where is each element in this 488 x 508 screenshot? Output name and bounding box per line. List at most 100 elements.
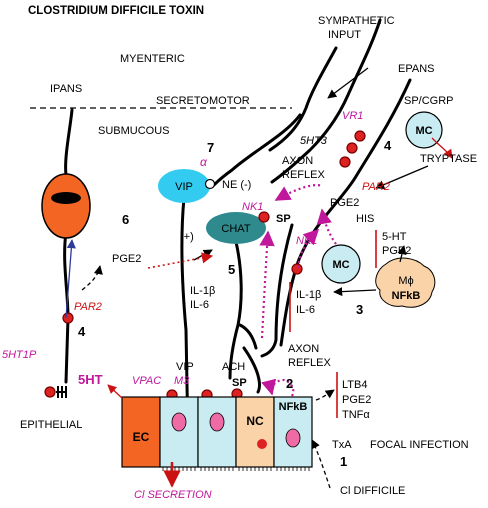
ipan-cell-body [41,173,91,239]
nc-cell-label: NC [246,414,264,428]
label-secretomotor: SECRETOMOTOR [156,95,250,107]
ipan-neuron [41,173,91,239]
label-ipans: IPANS [50,83,82,95]
label-vpac: VPAC [132,375,161,387]
label-vip-bottom: VIP [176,361,194,373]
nk1-mag-arrow-upper [274,184,323,201]
label-il1b-right: IL-1β [296,289,321,301]
label-5ht: 5HT [78,372,103,387]
label-txa: TxA [332,439,352,451]
sympathetic-input-arrow [327,67,369,99]
ipan-nucleus [51,192,81,204]
nc-cell [235,396,275,468]
label-four-right: 4 [384,138,392,153]
nc-red-granule [257,439,267,449]
macrophage: Mϕ NFkB [375,257,436,308]
label-myenteric: MYENTERIC [120,53,185,65]
label-vr1: VR1 [342,110,363,122]
axon-reflex-mag-loop [261,378,295,397]
macrophage-label: Mϕ [398,275,413,287]
mast-cell-top-label: MC [415,125,432,137]
pge2-red-dotted-arrow [147,252,214,269]
label-il1b-left: IL-1β [190,285,215,297]
receptor-dot [62,312,74,324]
tryptase-arrow [375,165,429,189]
ec-cell [121,396,161,468]
focal-dashed-arrow [315,389,335,401]
label-nk1-upper: NK1 [242,201,263,213]
ne-fiber [212,113,302,187]
ipan-dashed-arrow [81,265,103,291]
cell-nucleus [171,412,187,432]
label-sympathetic: SYMPATHETIC [318,15,395,27]
cell-nucleus [285,428,301,448]
vip-node-label: VIP [175,181,193,193]
receptor-dot [339,156,351,168]
label-il6-right: IL-6 [296,304,315,316]
label-m3: M3 [174,375,190,387]
sympathetic-fiber-upper [268,46,338,152]
macrophage-nfkb-label: NFkB [392,290,421,302]
label-two: 2 [286,376,293,391]
label-5ht1p: 5HT1P [2,349,37,361]
label-par2-left: PAR2 [74,301,102,313]
mast-cell-mid-label: MC [332,259,349,271]
sp-mag-arrow [259,230,275,339]
epithelium: EC NC NFkB [121,396,313,471]
label-one: 1 [340,454,347,469]
lower-axon-fiber [260,223,294,358]
mast-cell-mid: MC [321,244,361,284]
chat-node-label: CHAT [221,223,250,235]
mc-tryptase-red-arrow [431,137,453,159]
ach-branch-right [238,323,258,350]
label-three: 3 [356,302,363,317]
macrophage-body [375,257,436,308]
ec-5ht-red-arrow [107,384,123,399]
label-submucous: SUBMUCOUS [98,125,170,137]
label-four-left: 4 [78,324,86,339]
label-ne: NE (-) [222,179,251,191]
ec-cell-label: EC [133,430,150,444]
label-plus: (+) [180,231,194,243]
label-par2-right: PAR2 [362,181,390,193]
nk1-mag-arrow-mid [296,228,320,269]
chat-neuron: CHAT [206,212,266,244]
label-epans: EPANS [398,63,434,75]
label-sp-lower: SP [232,377,247,389]
mc-pge2-mag-arrow [316,208,337,245]
vip-node [158,169,210,203]
vip-neuron: VIP [158,169,216,203]
myenteric-fiber-left [64,108,74,177]
label-sp-cgrp: SP/CGRP [404,95,454,107]
label-il6-left: IL-6 [190,299,209,311]
label-cl-difficile: Cl DIFFICILE [340,485,405,497]
label-cl-secretion: Cl SECRETION [134,489,212,501]
label-5ht-mc: 5-HT [382,231,407,243]
label-axon-upper-1: AXON [282,155,313,167]
receptor-dot [44,386,56,398]
receptor-dot [291,263,303,275]
label-pge2-right: PGE2 [330,197,359,209]
epithelial-cell [197,396,237,468]
text-labels: CLOSTRIDIUM DIFFICILE TOXIN SYMPATHETIC … [2,5,477,501]
axon-reflex-fiber-upper [270,18,382,184]
label-epithelial: EPITHELIAL [20,419,82,431]
label-reflex-upper-2: REFLEX [282,169,325,181]
label-pge2-mc: PGE2 [382,245,411,257]
label-focal-infection: FOCAL INFECTION [370,439,469,451]
loop-fiber-bottom [242,346,261,394]
label-5ht3: 5HT3 [300,135,328,147]
macrophage-cytokine-arrow [333,287,377,297]
label-alpha: α [200,155,208,169]
label-reflex-lower-2: REFLEX [288,357,331,369]
label-sp-upper: SP [276,213,291,225]
ipan-navy-arrow [65,239,76,319]
label-pge2-left: PGE2 [112,253,141,265]
cl-difficile-dashed-arrow [311,439,331,489]
receptor-dot [258,211,270,223]
label-seven: 7 [207,140,214,155]
chat-node [206,212,266,244]
brush-border-ticks [162,467,310,471]
